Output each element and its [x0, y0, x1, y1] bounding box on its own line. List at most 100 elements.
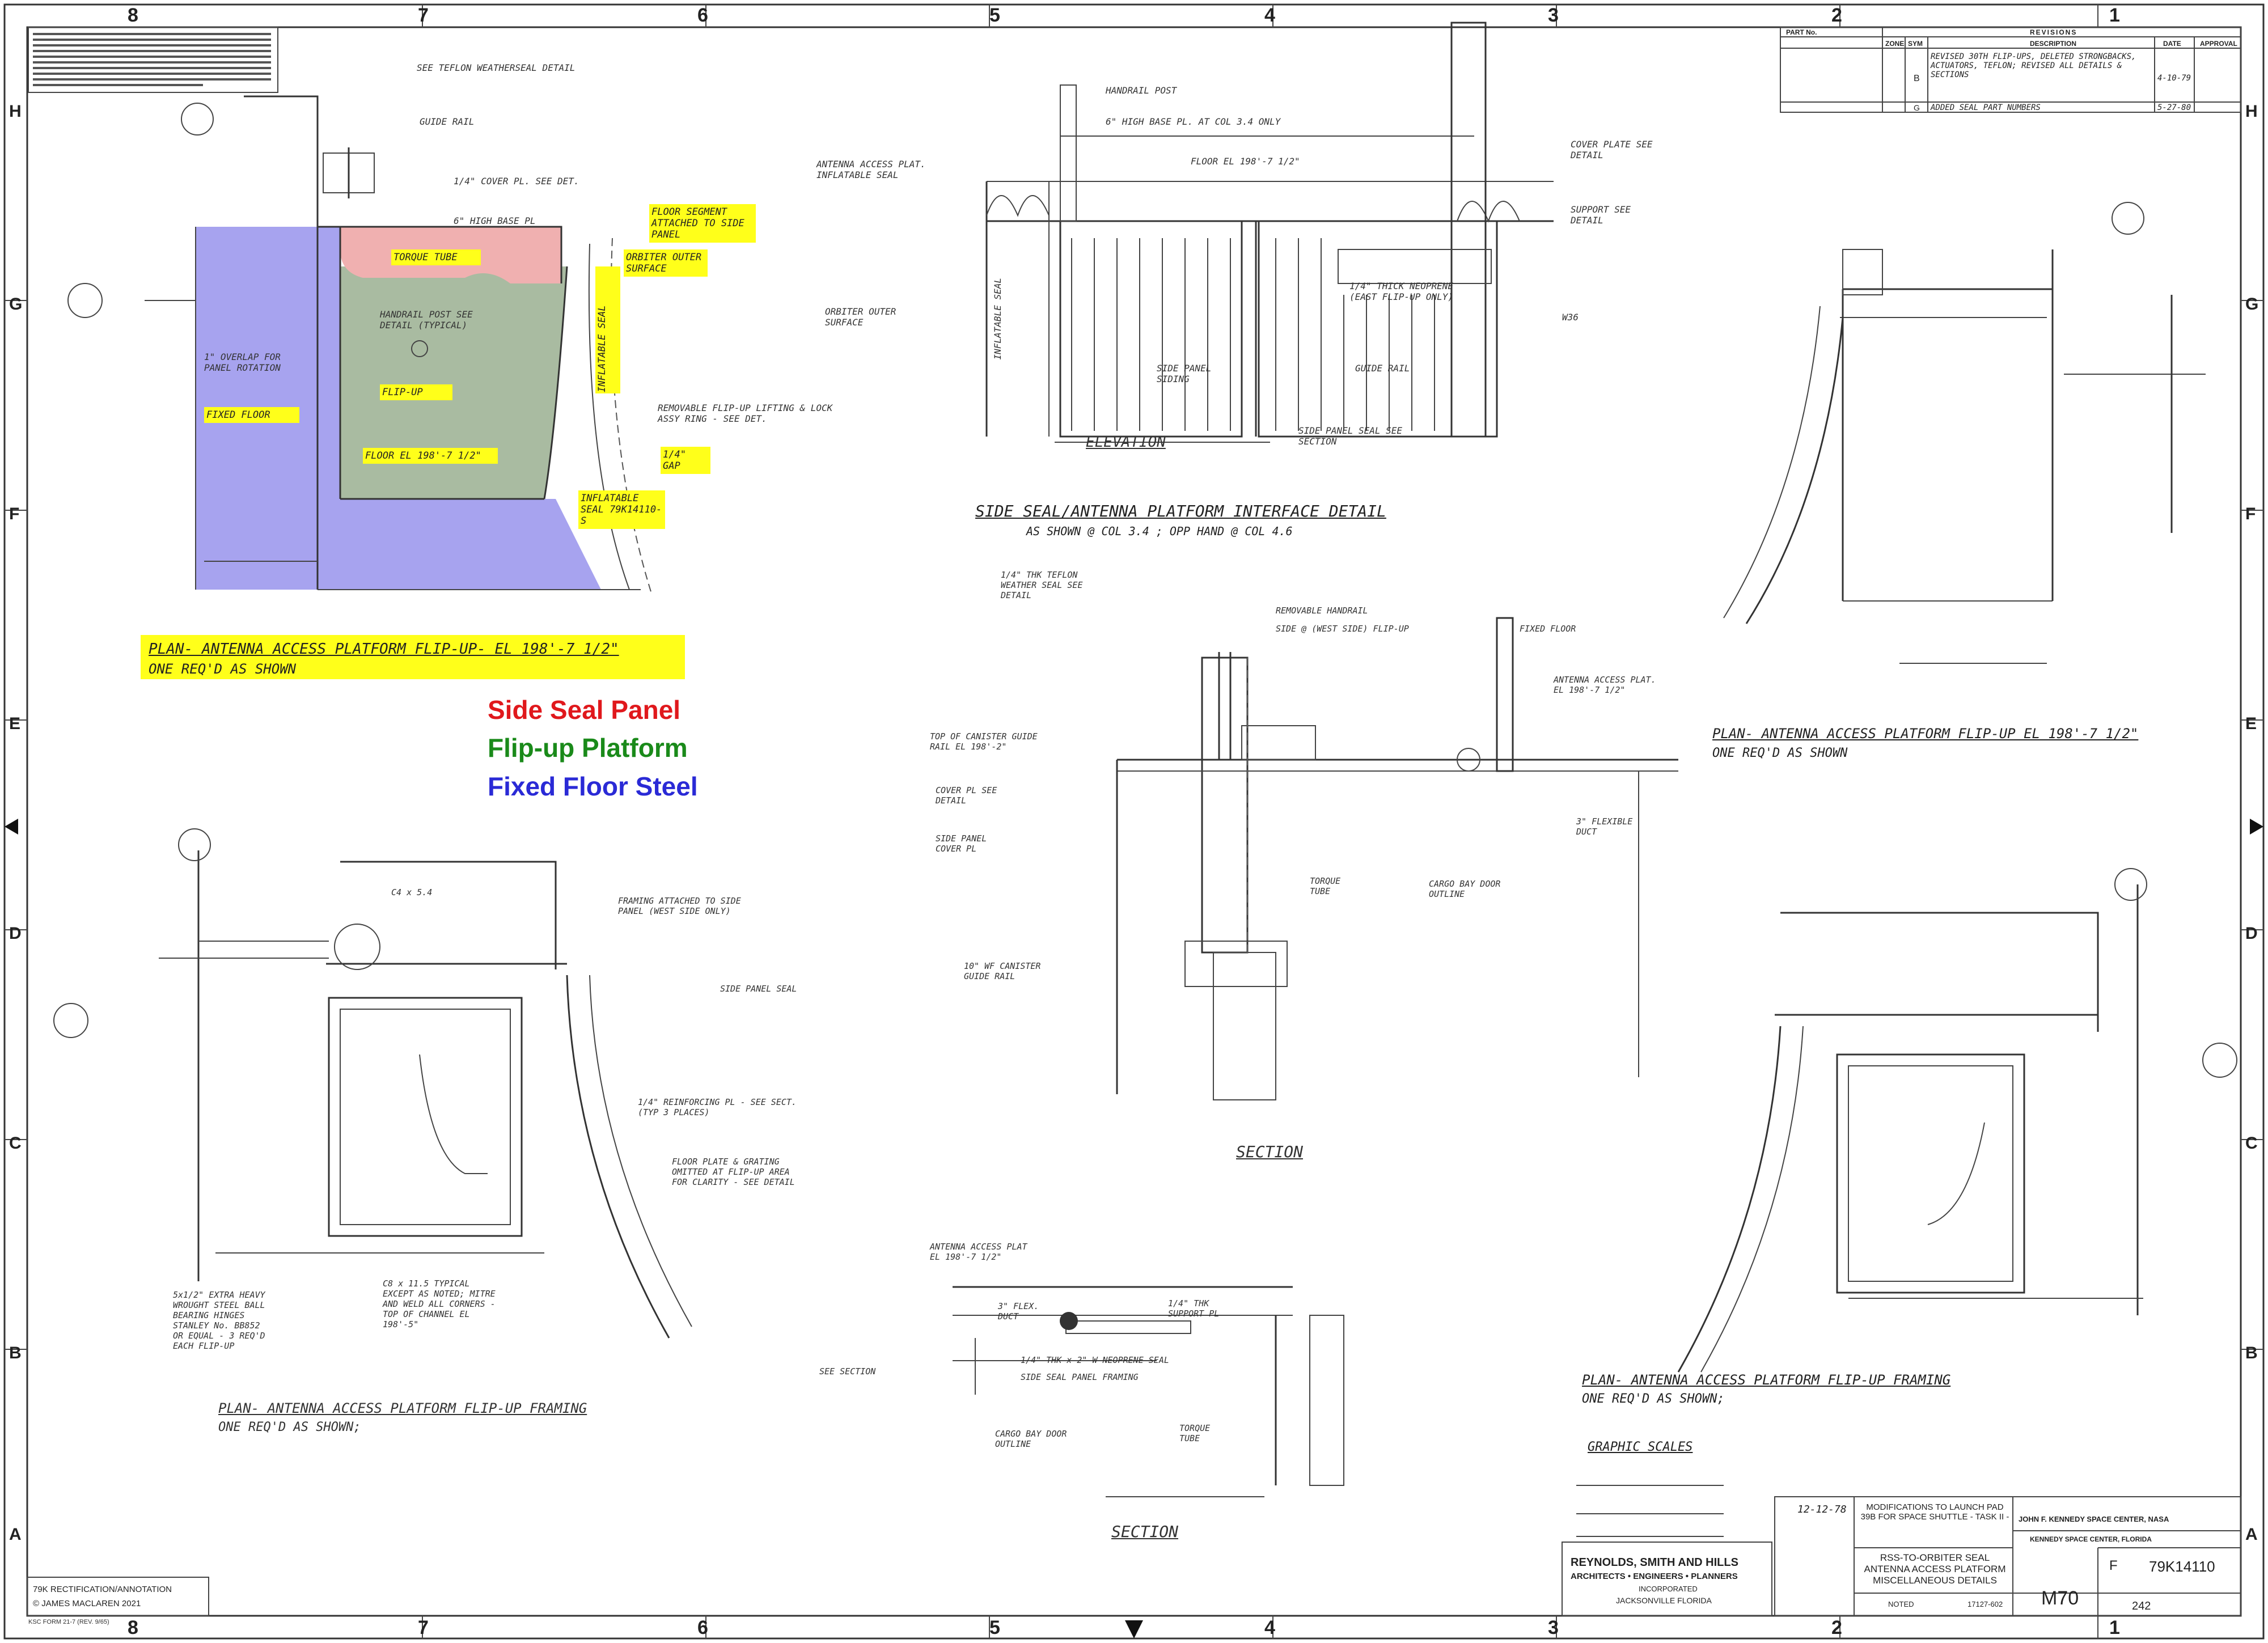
- tb-firm-inc: INCORPORATED: [1639, 1585, 1698, 1593]
- col-label-8-bottom: 8: [128, 1617, 138, 1638]
- highlight-torque-tube: TORQUE TUBE: [391, 249, 481, 265]
- note-cover-plate: 1/4" COVER PL. SEE DET.: [454, 176, 579, 187]
- note-torque-tube-sec: TORQUE TUBE: [1310, 876, 1341, 896]
- note-reinforcing-pl: 1/4" REINFORCING PL - SEE SECT. (TYP 3 P…: [638, 1097, 797, 1117]
- note-side-panel-seal-elev: SIDE PANEL SEAL SEE SECTION: [1298, 425, 1403, 447]
- note-orbiter-elev: ORBITER OUTER SURFACE: [825, 306, 896, 328]
- col-label-6-bottom: 6: [697, 1617, 708, 1638]
- note-base-plate: 6" HIGH BASE PL: [454, 215, 536, 226]
- framing-right-title: PLAN- ANTENNA ACCESS PLATFORM FLIP-UP FR…: [1582, 1372, 1951, 1388]
- framing-right-subtitle: ONE REQ'D AS SHOWN;: [1582, 1392, 1725, 1406]
- rev-row-2-desc: ADDED SEAL PART NUMBERS: [1931, 103, 2041, 112]
- note-flex-duct-sec: 3" FLEXIBLE DUCT: [1576, 816, 1633, 837]
- col-label-4: 4: [1264, 5, 1275, 26]
- tb-firm: REYNOLDS, SMITH AND HILLS: [1571, 1556, 1738, 1569]
- note-framing-b: SIDE SEAL PANEL FRAMING: [1021, 1372, 1139, 1382]
- highlight-inflatable-seal-vertical: INFLATABLE SEAL: [595, 266, 620, 393]
- note-cover-plate-elev: COVER PLATE SEE DETAIL: [1571, 139, 1653, 160]
- rev-row-1-desc: REVISED 30TH FLIP-UPS, DELETED STRONGBAC…: [1931, 52, 2136, 79]
- inner-border: [26, 26, 2242, 1617]
- note-teflon: SEE TEFLON WEATHERSEAL DETAIL: [417, 62, 576, 73]
- legend-side-seal: Side Seal Panel: [488, 695, 681, 725]
- section-b-title: SECTION: [1111, 1522, 1179, 1541]
- grid-ticks: [5, 5, 2263, 1638]
- note-torque-tube-b: TORQUE TUBE: [1179, 1423, 1211, 1443]
- notice-box: [28, 27, 278, 93]
- note-floor-elev: FLOOR EL 198'-7 1/2": [1191, 156, 1300, 167]
- framing-left-title: PLAN- ANTENNA ACCESS PLATFORM FLIP-UP FR…: [218, 1400, 587, 1416]
- note-neoprene-elev: 1/4" THICK NEOPRENE (EAST FLIP-UP ONLY): [1349, 281, 1454, 302]
- row-label-G: G: [9, 295, 23, 314]
- tb-sheet: M70: [2041, 1587, 2079, 1609]
- graphic-scales-title: GRAPHIC SCALES: [1588, 1440, 1693, 1454]
- highlight-floor-segment: FLOOR SEGMENT ATTACHED TO SIDE PANEL: [649, 204, 756, 243]
- note-cargo-bay-b: CARGO BAY DOOR OUTLINE: [995, 1429, 1067, 1449]
- elevation-view: [985, 22, 1554, 443]
- row-label-E-right: E: [2245, 714, 2257, 733]
- note-guide-rail-elev: GUIDE RAIL: [1355, 363, 1410, 374]
- note-canister-rail: 10" WF CANISTER GUIDE RAIL: [964, 961, 1041, 981]
- highlight-quarter-gap: 1/4" GAP: [661, 447, 710, 474]
- title-block: [1562, 1496, 2241, 1616]
- rev-col-approval: APPROVAL: [2200, 40, 2237, 48]
- plan-top-left: [67, 95, 653, 596]
- row-label-H: H: [9, 102, 22, 121]
- rev-row-1-sym: B: [1914, 74, 1920, 83]
- plan-top-right-title: PLAN- ANTENNA ACCESS PLATFORM FLIP-UP EL…: [1712, 726, 2139, 742]
- note-support-pl-b: 1/4" THK SUPPORT PL: [1168, 1298, 1220, 1319]
- note-guide-rail: GUIDE RAIL: [420, 116, 475, 127]
- tb-scale: NOTED: [1888, 1600, 1914, 1608]
- row-label-A-right: A: [2245, 1525, 2258, 1544]
- flip-up-fill: [340, 266, 567, 499]
- rev-row-2-date: 5-27-80: [2157, 103, 2191, 112]
- tb-dwg-no: 79K14110: [2149, 1558, 2215, 1575]
- note-handrail-post-elev: HANDRAIL POST: [1106, 85, 1177, 96]
- rev-part-no: PART No.: [1786, 28, 1817, 36]
- note-siding-elev: SIDE PANEL SIDING: [1157, 363, 1212, 384]
- tb-agency-sub: KENNEDY SPACE CENTER, FLORIDA: [2030, 1535, 2152, 1543]
- siding-hatch: [1071, 238, 1435, 431]
- col-label-5: 5: [989, 5, 1000, 26]
- tb-firm-city: JACKSONVILLE FLORIDA: [1616, 1596, 1712, 1605]
- tb-agency: JOHN F. KENNEDY SPACE CENTER, NASA: [2019, 1515, 2169, 1523]
- row-label-G-right: G: [2245, 295, 2259, 314]
- highlight-fixed-floor: FIXED FLOOR: [204, 407, 299, 423]
- note-see-section-b: SEE SECTION: [819, 1366, 876, 1377]
- col-label-4-bottom: 4: [1264, 1617, 1275, 1638]
- note-teflon-sec: 1/4" THK TEFLON WEATHER SEAL SEE DETAIL: [1001, 570, 1083, 600]
- col-label-2-bottom: 2: [1831, 1617, 1842, 1638]
- tb-firm-sub: ARCHITECTS • ENGINEERS • PLANNERS: [1571, 1572, 1738, 1581]
- note-neoprene-b: 1/4" THK x 2" W NEOPRENE SEAL: [1021, 1355, 1169, 1365]
- col-label-3: 3: [1548, 5, 1559, 26]
- section-d-view: [1116, 617, 1678, 1100]
- note-overlap: 1" OVERLAP FOR PANEL ROTATION: [204, 352, 281, 373]
- row-label-D-right: D: [2245, 924, 2258, 943]
- legend-flip-up: Flip-up Platform: [488, 733, 688, 763]
- note-floor-plate-omitted: FLOOR PLATE & GRATING OMITTED AT FLIP-UP…: [672, 1157, 795, 1187]
- notice-text-lines: [33, 33, 271, 86]
- tb-project: MODIFICATIONS TO LAUNCH PAD 39B FOR SPAC…: [1860, 1502, 2009, 1522]
- note-c8-channel: C8 x 11.5 TYPICAL EXCEPT AS NOTED; MITRE…: [383, 1278, 496, 1329]
- row-label-D: D: [9, 924, 22, 943]
- row-label-B-right: B: [2245, 1344, 2258, 1362]
- graphic-scales: [1576, 1485, 1724, 1537]
- note-cover-pl-sec: COVER PL SEE DETAIL: [936, 785, 997, 806]
- note-side-panel-cover: SIDE PANEL COVER PL: [936, 833, 987, 854]
- rev-row-1-date: 4-10-79: [2157, 74, 2191, 83]
- note-base-pl-elev: 6" HIGH BASE PL. AT COL 3.4 ONLY: [1106, 116, 1281, 127]
- row-label-C-right: C: [2245, 1134, 2258, 1153]
- credit-line-1: 79K RECTIFICATION/ANNOTATION: [33, 1585, 172, 1594]
- note-support-elev: SUPPORT SEE DETAIL: [1571, 204, 1631, 226]
- note-framing-attached: FRAMING ATTACHED TO SIDE PANEL (WEST SID…: [618, 896, 741, 916]
- credit-line-2: © JAMES MACLAREN 2021: [33, 1599, 141, 1608]
- col-label-1-bottom: 1: [2109, 1617, 2120, 1638]
- col-label-7-bottom: 7: [418, 1617, 429, 1638]
- note-antenna-plat-sec: ANTENNA ACCESS PLAT. EL 198'-7 1/2": [1554, 675, 1656, 695]
- note-fixed-floor-sec: FIXED FLOOR: [1520, 624, 1576, 634]
- rev-header: REVISIONS: [2030, 28, 2077, 36]
- col-label-2: 2: [1831, 5, 1842, 26]
- center-mark-left: [5, 819, 18, 835]
- col-label-8: 8: [128, 5, 138, 26]
- tb-size: F: [2109, 1558, 2118, 1573]
